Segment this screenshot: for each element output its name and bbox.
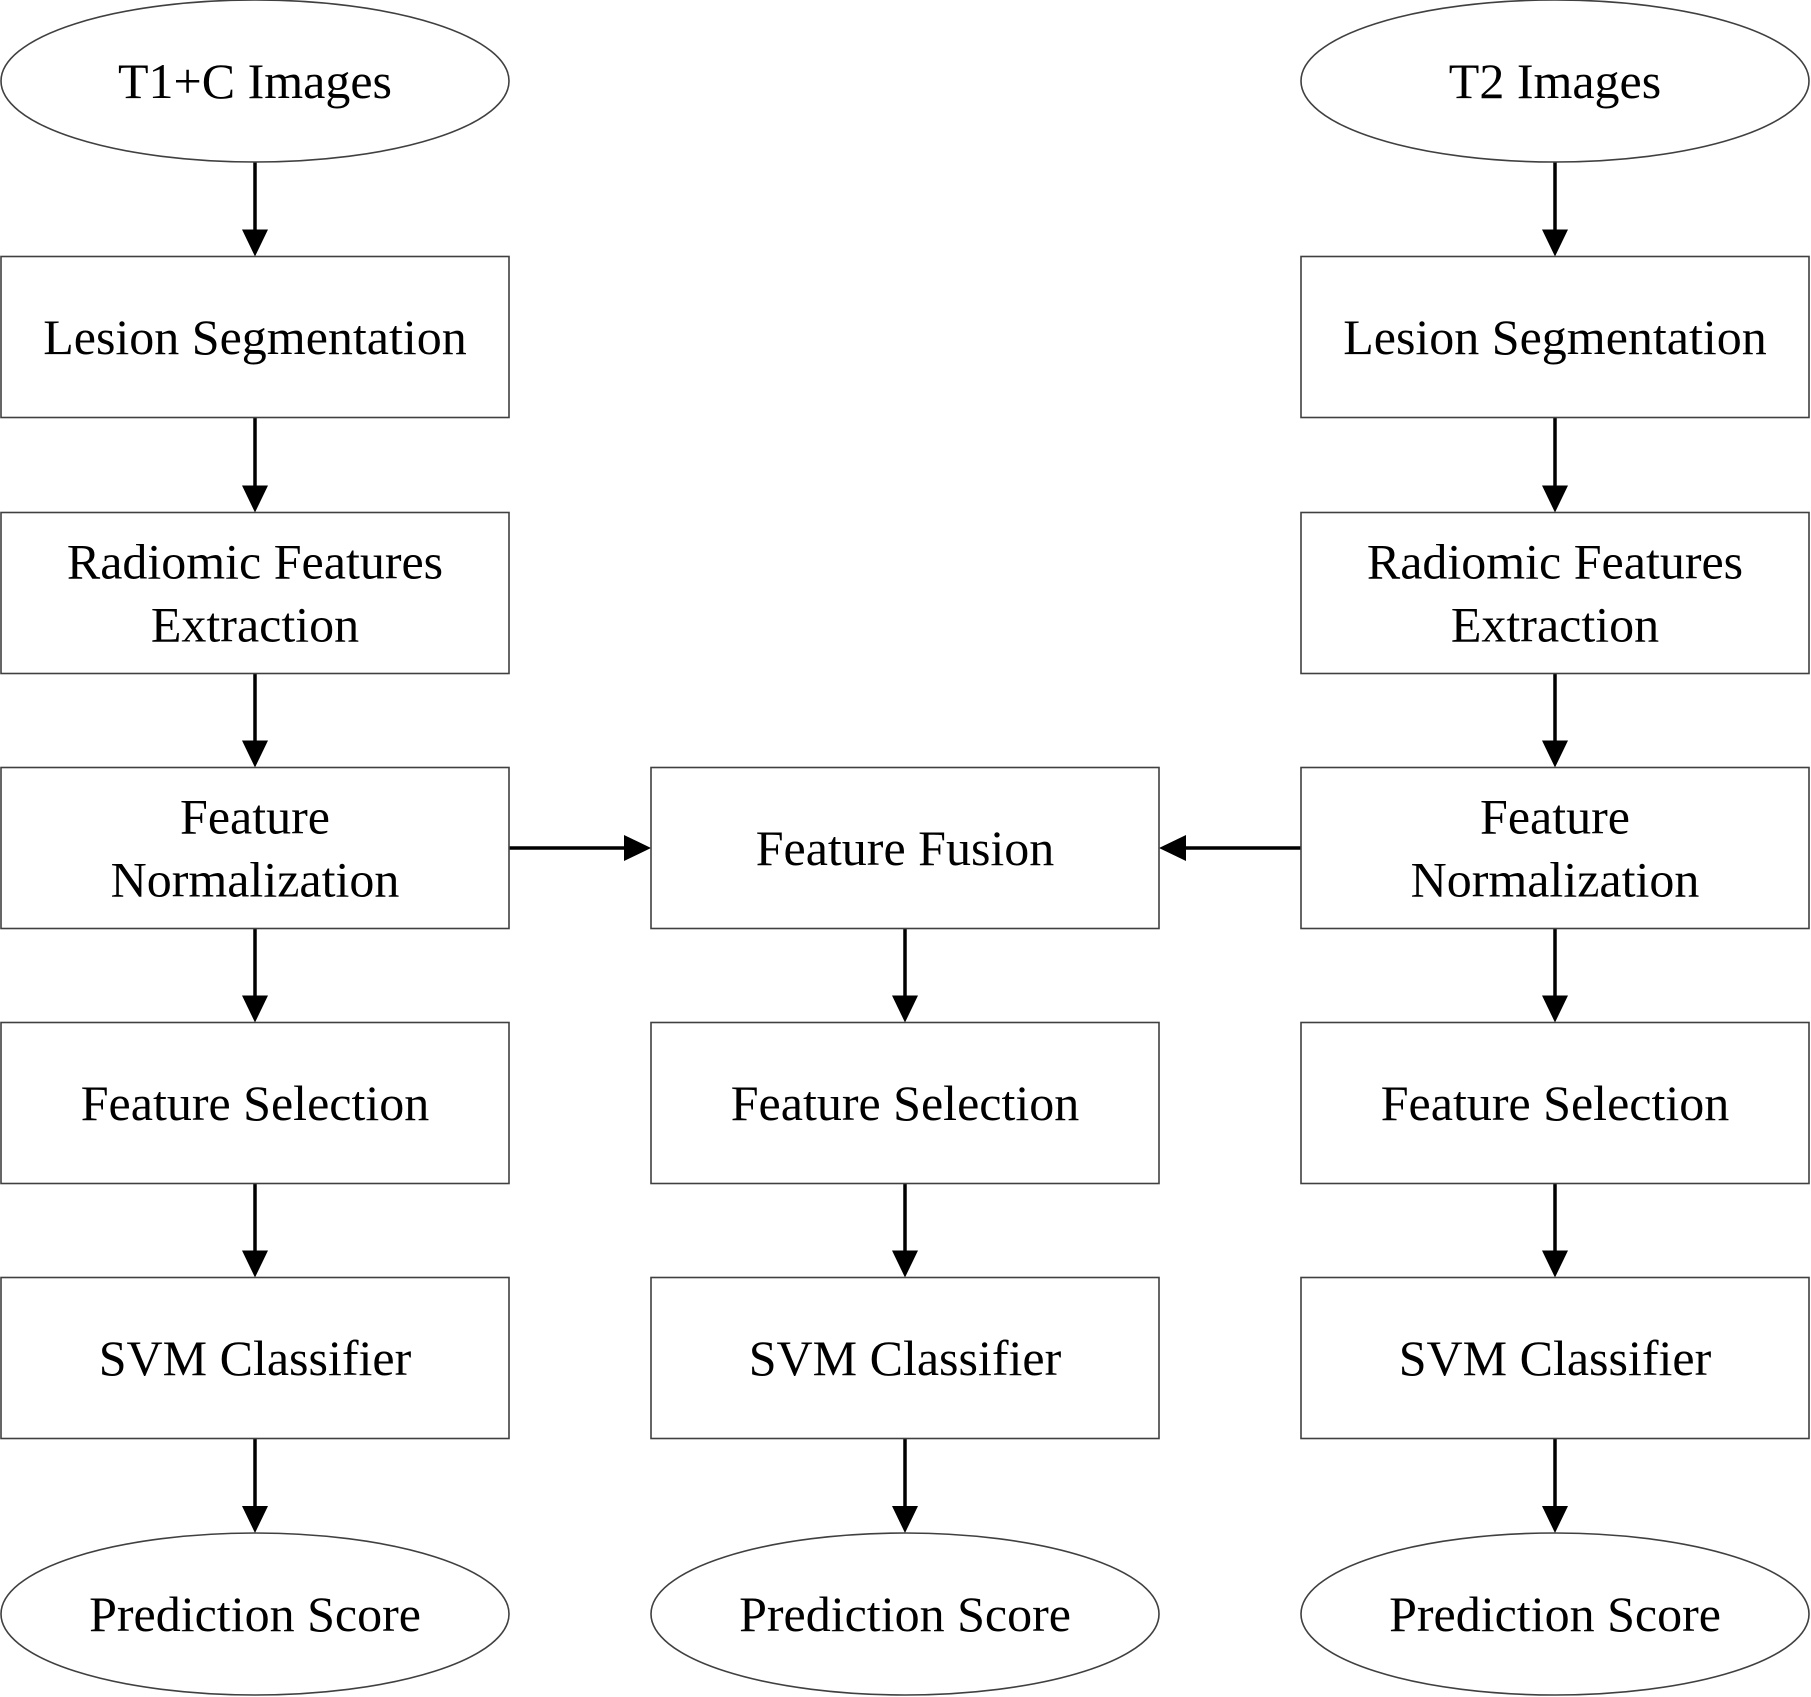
t1c-selection-box [0,1021,510,1185]
fusion-classifier-node: SVM Classifier [650,1276,1160,1440]
t1c-normalization-box [0,766,510,930]
t1c-extraction-label-line-2: Extraction [151,597,359,653]
t2-output-ellipse [1300,1532,1810,1696]
t1c-output-label: Prediction Score [89,1586,421,1642]
connectors [242,162,1568,1533]
t1c-segmentation-label: Lesion Segmentation [43,309,467,365]
arrow-fusion-classifier-to-fusion-output-arrowhead [892,1506,918,1533]
t2-extraction-label-line-2: Extraction [1451,597,1659,653]
t2-extraction-label-line-1: Radiomic Features [1367,534,1743,590]
t2-selection-box [1300,1021,1810,1185]
t2-input-node: T2 Images [1300,0,1810,163]
t2-output-label: Prediction Score [1389,1586,1721,1642]
t2-input-ellipse [1300,0,1810,163]
t1c-input-label: T1+C Images [118,53,392,109]
arrow-t2-selection-to-t2-classifier-arrowhead [1542,1250,1568,1278]
t2-extraction-box [1300,511,1810,675]
arrow-t2-normalization-to-t2-selection-arrowhead [1542,995,1568,1023]
t1c-input-node: T1+C Images [0,0,510,163]
t1c-selection-node: Feature Selection [0,1021,510,1185]
fusion-fusion-box [650,766,1160,930]
t1c-segmentation-node: Lesion Segmentation [0,255,510,419]
t1c-segmentation-box [0,255,510,419]
arrow-t1c-extraction-to-t1c-normalization [242,673,268,768]
t1c-normalization-label-line-1: Feature [180,789,330,845]
t1c-classifier-label: SVM Classifier [99,1330,412,1386]
arrow-t2-extraction-to-t2-normalization-arrowhead [1542,740,1568,768]
arrow-t2-classifier-to-t2-output-arrowhead [1542,1506,1568,1533]
arrow-fusion-selection-to-fusion-classifier-arrowhead [892,1250,918,1278]
arrow-t2-segmentation-to-t2-extraction [1542,417,1568,513]
t2-normalization-label-line-2: Normalization [1411,852,1700,908]
t1c-extraction-box [0,511,510,675]
t1c-selection-label: Feature Selection [81,1075,430,1131]
arrow-t1c-extraction-to-t1c-normalization-arrowhead [242,740,268,768]
arrow-t1c-classifier-to-t1c-output [242,1438,268,1533]
t2-selection-node: Feature Selection [1300,1021,1810,1185]
t2-output-node: Prediction Score [1300,1532,1810,1696]
arrow-t2-classifier-to-t2-output [1542,1438,1568,1533]
arrow-t2-selection-to-t2-classifier [1542,1183,1568,1278]
t2-normalization-box [1300,766,1810,930]
arrow-t1c-input-to-t1c-segmentation-arrowhead [242,229,268,257]
arrow-fusion-fusion-to-fusion-selection-arrowhead [892,995,918,1023]
fusion-output-ellipse [650,1532,1160,1696]
arrow-t1c-segmentation-to-t1c-extraction [242,417,268,513]
fusion-fusion-label: Feature Fusion [756,820,1055,876]
fusion-output-label: Prediction Score [739,1586,1071,1642]
t2-classifier-box [1300,1276,1810,1440]
t1c-extraction-label-line-1: Radiomic Features [67,534,443,590]
fusion-classifier-box [650,1276,1160,1440]
t2-segmentation-box [1300,255,1810,419]
arrow-fusion-fusion-to-fusion-selection [892,928,918,1023]
arrow-t2-input-to-t2-segmentation [1542,162,1568,257]
arrow-fusion-selection-to-fusion-classifier [892,1183,918,1278]
fusion-selection-label: Feature Selection [731,1075,1080,1131]
t2-input-label: T2 Images [1449,53,1661,109]
t1c-normalization-label-line-2: Normalization [111,852,400,908]
t1c-classifier-node: SVM Classifier [0,1276,510,1440]
t2-normalization-label-line-1: Feature [1480,789,1630,845]
arrow-t1c-classifier-to-t1c-output-arrowhead [242,1506,268,1533]
arrow-t1c-normalization-to-t1c-selection-arrowhead [242,995,268,1023]
arrow-t2-input-to-t2-segmentation-arrowhead [1542,229,1568,257]
t1c-classifier-box [0,1276,510,1440]
arrow-t1c-normalization-to-fusion-fusion-arrowhead [624,835,651,861]
fusion-fusion-node: Feature Fusion [650,766,1160,930]
t2-selection-label: Feature Selection [1381,1075,1730,1131]
t2-classifier-node: SVM Classifier [1300,1276,1810,1440]
arrow-t1c-normalization-to-fusion-fusion [509,835,651,861]
arrow-t2-normalization-to-t2-selection [1542,928,1568,1023]
arrow-t2-normalization-to-fusion-fusion [1159,835,1301,861]
arrow-t1c-segmentation-to-t1c-extraction-arrowhead [242,485,268,513]
arrow-t2-normalization-to-fusion-fusion-arrowhead [1159,835,1186,861]
arrow-t1c-normalization-to-t1c-selection [242,928,268,1023]
arrow-fusion-classifier-to-fusion-output [892,1438,918,1533]
arrow-t2-extraction-to-t2-normalization [1542,673,1568,768]
t2-segmentation-label: Lesion Segmentation [1343,309,1767,365]
arrow-t1c-selection-to-t1c-classifier [242,1183,268,1278]
t1c-output-node: Prediction Score [0,1532,510,1696]
fusion-selection-box [650,1021,1160,1185]
t1c-input-ellipse [0,0,510,163]
fusion-classifier-label: SVM Classifier [749,1330,1062,1386]
t2-segmentation-node: Lesion Segmentation [1300,255,1810,419]
fusion-selection-node: Feature Selection [650,1021,1160,1185]
fusion-output-node: Prediction Score [650,1532,1160,1696]
arrow-t2-segmentation-to-t2-extraction-arrowhead [1542,485,1568,513]
t2-classifier-label: SVM Classifier [1399,1330,1712,1386]
arrow-t1c-input-to-t1c-segmentation [242,162,268,257]
t1c-output-ellipse [0,1532,510,1696]
arrow-t1c-selection-to-t1c-classifier-arrowhead [242,1250,268,1278]
